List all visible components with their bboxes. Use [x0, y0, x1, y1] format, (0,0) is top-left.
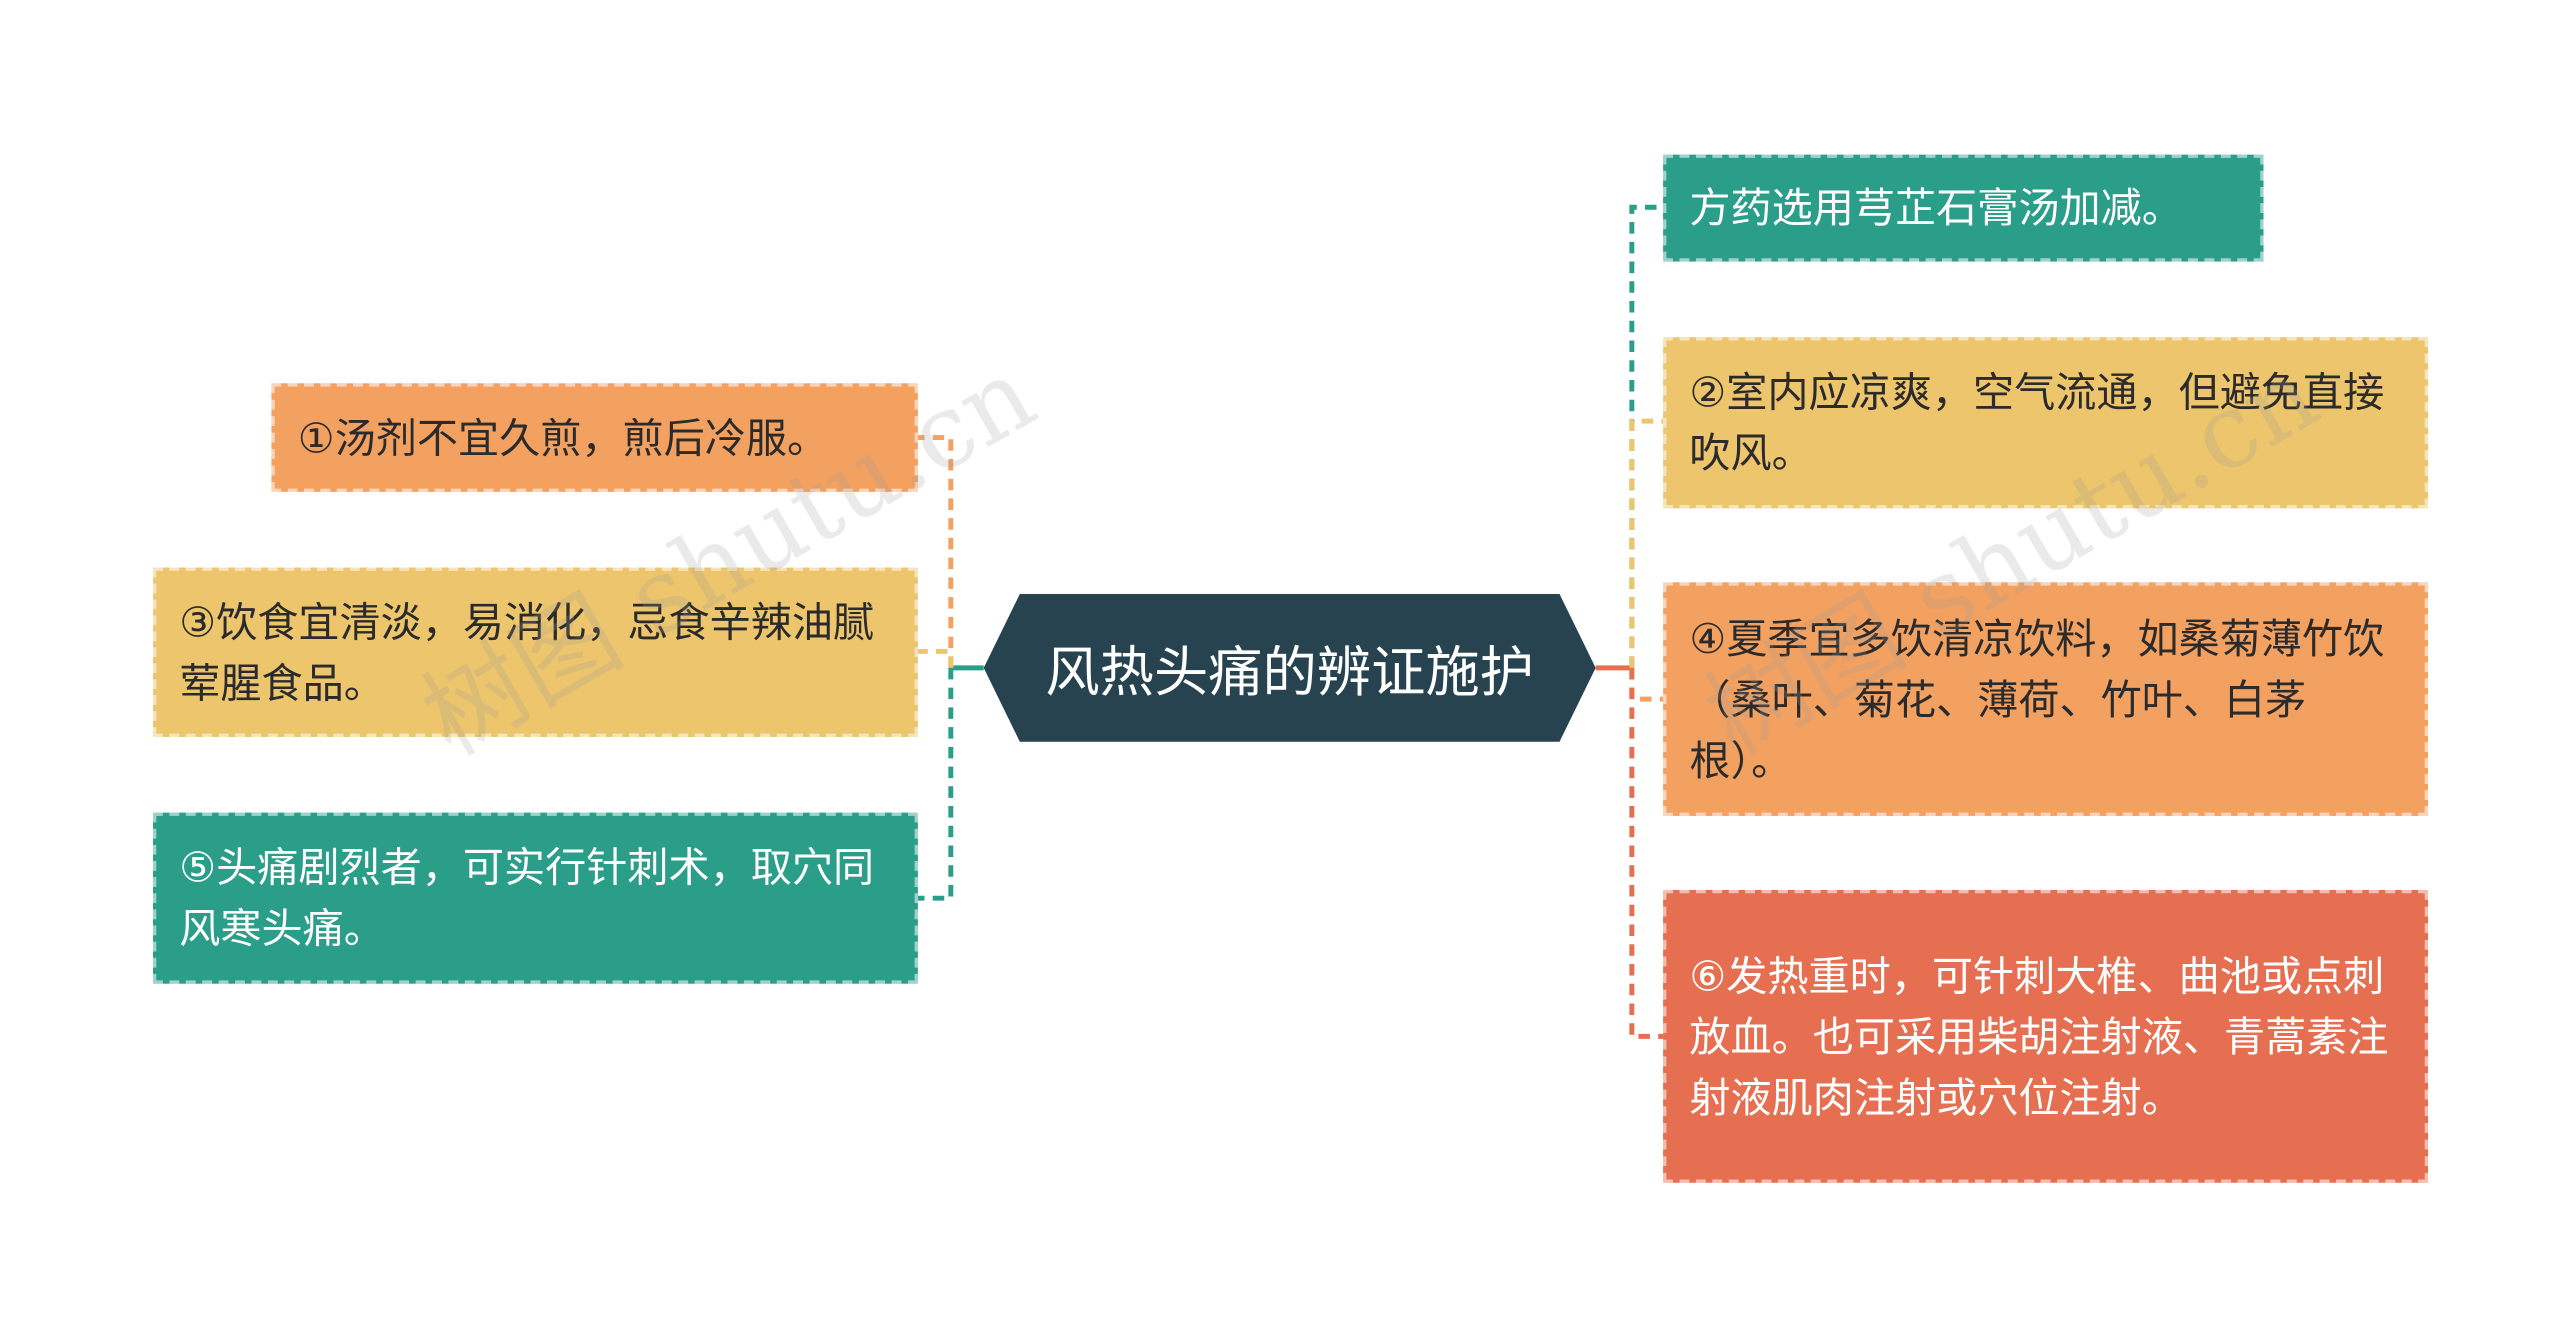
connector-left-3	[917, 667, 954, 901]
right-topic-3[interactable]: ④夏季宜多饮清凉饮料，如桑菊薄竹饮（桑叶、菊花、薄荷、竹叶、白茅根）。	[1663, 582, 2429, 816]
root-topic[interactable]: 风热头痛的辨证施护	[983, 593, 1596, 742]
right-topic-3-label: ④夏季宜多饮清凉饮料，如桑菊薄竹饮（桑叶、菊花、薄荷、竹叶、白茅根）。	[1689, 614, 2385, 784]
right-topic-4-label: ⑥发热重时，可针刺大椎、曲池或点刺放血。也可采用柴胡注射液、青蒿素注射液肌肉注射…	[1689, 951, 2389, 1122]
right-topic-1-label: 方药选用芎芷石膏汤加减。	[1689, 184, 2183, 232]
connector-right-4	[1629, 667, 1664, 1039]
right-topic-2[interactable]: ②室内应凉爽，空气流通，但避免直接吹风。	[1663, 337, 2429, 509]
connector-right-3	[1629, 667, 1664, 702]
left-topic-3[interactable]: ⑤头痛剧烈者，可实行针刺术，取穴同风寒头痛。	[152, 812, 918, 984]
connector-left-1	[917, 435, 954, 668]
left-topic-1-label: ①汤剂不宜久煎，煎后冷服。	[297, 413, 829, 462]
root-label: 风热头痛的辨证施护	[1045, 639, 1534, 705]
right-topic-4[interactable]: ⑥发热重时，可针刺大椎、曲池或点刺放血。也可采用柴胡注射液、青蒿素注射液肌肉注射…	[1663, 889, 2429, 1183]
connector-left-2	[917, 648, 954, 668]
connector-right-2	[1629, 418, 1664, 668]
left-topic-3-label: ⑤头痛剧烈者，可实行针刺术，取穴同风寒头痛。	[179, 843, 875, 953]
right-topic-2-label: ②室内应凉爽，空气流通，但避免直接吹风。	[1689, 368, 2385, 478]
left-topic-1[interactable]: ①汤剂不宜久煎，煎后冷服。	[271, 383, 918, 492]
root-hexagon-shape	[983, 593, 1596, 742]
left-topic-2[interactable]: ③饮食宜清淡，易消化，忌食辛辣油腻荤腥食品。	[152, 567, 918, 737]
right-topic-1[interactable]: 方药选用芎芷石膏汤加减。	[1663, 154, 2264, 262]
left-topic-2-label: ③饮食宜清淡，易消化，忌食辛辣油腻荤腥食品。	[179, 597, 875, 707]
connector-right-1	[1629, 204, 1664, 668]
